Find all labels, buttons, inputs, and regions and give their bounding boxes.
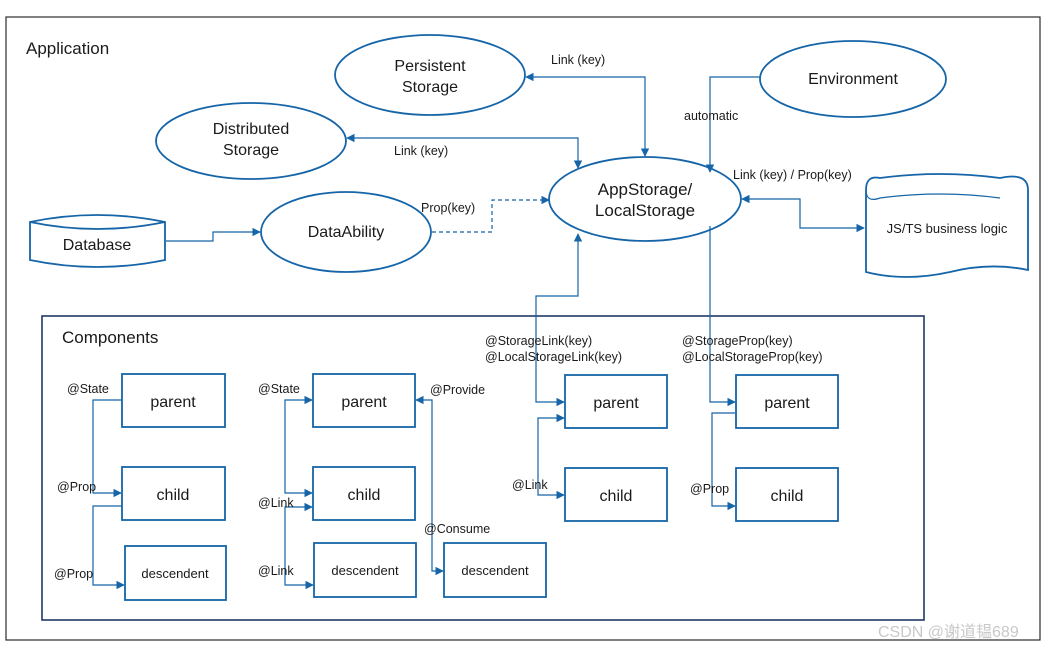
group2: parent child descendent descendent @Stat… [258,373,547,598]
persistent-storage-node: Persistent Storage [334,34,526,116]
edge-label-prop-dataability: Prop(key) [421,201,475,215]
edge-storagelink [535,233,583,407]
edge-distributed-appstorage [346,133,583,169]
g1-edge-state-prop [92,399,122,498]
distributed-storage-label-1: Distributed [213,121,289,138]
distributed-storage-node: Distributed Storage [155,102,347,180]
g2-state-label: @State [258,382,300,396]
application-label: Application [26,39,109,58]
g1-descendent-label: descendent [141,566,209,581]
g2-descendent-box [313,542,417,598]
database-node: Database [29,214,166,268]
g2-consume-label: @Consume [424,522,490,536]
components-frame [41,315,925,621]
edge-database-dataability [166,227,261,242]
g2-child-label: child [348,487,381,504]
persistent-storage-label-1: Persistent [394,58,466,75]
g1-state-label: @State [67,382,109,396]
g2-descendent2-label: descendent [461,563,529,578]
storagelink-label-1: @StorageLink(key) [485,334,592,348]
g2-child-box [312,466,416,521]
g2-edge-state-link [284,395,313,498]
environment-node: Environment [759,40,947,118]
g3-edge-link [537,413,565,500]
dataability-node: DataAbility [260,191,432,273]
persistent-storage-label-2: Storage [402,79,458,96]
g2-link2-label: @Link [258,564,294,578]
application-frame [5,16,1041,641]
g2-edge-provide-consume [415,395,444,576]
storageprop-label-2: @LocalStorageProp(key) [682,350,823,364]
g3-child-box [564,467,668,522]
distributed-storage-label-2: Storage [223,142,279,159]
business-logic-label: JS/TS business logic [887,221,1008,236]
g3-parent-label: parent [593,395,639,412]
group1: parent child descendent @State @Prop @Pr… [54,373,227,601]
group3: parent child @Link [512,374,668,522]
g4-parent-label: parent [764,395,810,412]
appstorage-node: AppStorage/ LocalStorage [548,156,742,242]
edge-dataability-appstorage [432,195,550,233]
environment-label: Environment [808,71,898,88]
g2-parent-box [312,373,416,428]
edge-persistent-appstorage [525,72,650,157]
g2-descendent2-box [443,542,547,598]
watermark: CSDN @谢道韫689 [878,623,1019,641]
edge-label-automatic: automatic [684,109,738,123]
g2-descendent-label: descendent [331,563,399,578]
g3-link-label: @Link [512,478,548,492]
g4-child-box [735,467,839,522]
g1-child-box [121,466,226,521]
g2-link1-label: @Link [258,496,294,510]
appstorage-label-1: AppStorage/ [598,180,693,199]
group4: parent child @Prop [690,374,839,522]
g2-edge-link-desc [284,502,314,590]
g1-parent-label: parent [150,394,196,411]
edge-storageprop [709,226,736,407]
dataability-label: DataAbility [308,224,384,241]
g1-prop1-label: @Prop [57,480,96,494]
g4-parent-box [735,374,839,429]
g1-edge-prop-desc [92,505,125,590]
storageprop-label-1: @StorageProp(key) [682,334,793,348]
g3-parent-box [564,374,668,429]
g1-prop2-label: @Prop [54,567,93,581]
edge-label-link-persistent: Link (key) [551,53,605,67]
components-label: Components [62,328,158,347]
edge-label-link-prop-logic: Link (key) / Prop(key) [733,168,852,182]
g2-parent-label: parent [341,394,387,411]
g4-prop-label: @Prop [690,482,729,496]
g1-descendent-box [124,545,227,601]
g1-child-label: child [157,487,190,504]
g4-child-label: child [771,488,804,505]
database-label: Database [63,237,132,254]
edge-environment-appstorage [705,76,760,173]
edge-appstorage-logic [741,194,865,233]
business-logic-node: JS/TS business logic [865,173,1029,278]
edge-label-link-distributed: Link (key) [394,144,448,158]
g4-edge-prop [711,412,736,511]
g3-child-label: child [600,488,633,505]
appstorage-label-2: LocalStorage [595,201,695,220]
g2-provide-label: @Provide [430,383,485,397]
storagelink-label-2: @LocalStorageLink(key) [485,350,622,364]
